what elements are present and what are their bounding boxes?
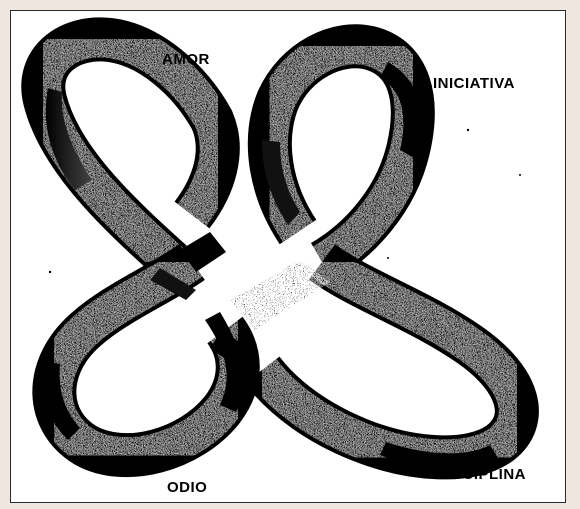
ribbon-loop-top-right — [262, 46, 423, 262]
label-disciplina: DISCIPLINA — [436, 467, 526, 482]
ribbon-loop-bottom-left — [41, 262, 243, 455]
label-iniciativa: INICIATIVA — [433, 76, 515, 91]
label-amor: AMOR — [162, 52, 210, 67]
label-odio: ODIO — [167, 480, 207, 495]
ribbon-loop-top-left — [43, 39, 217, 262]
